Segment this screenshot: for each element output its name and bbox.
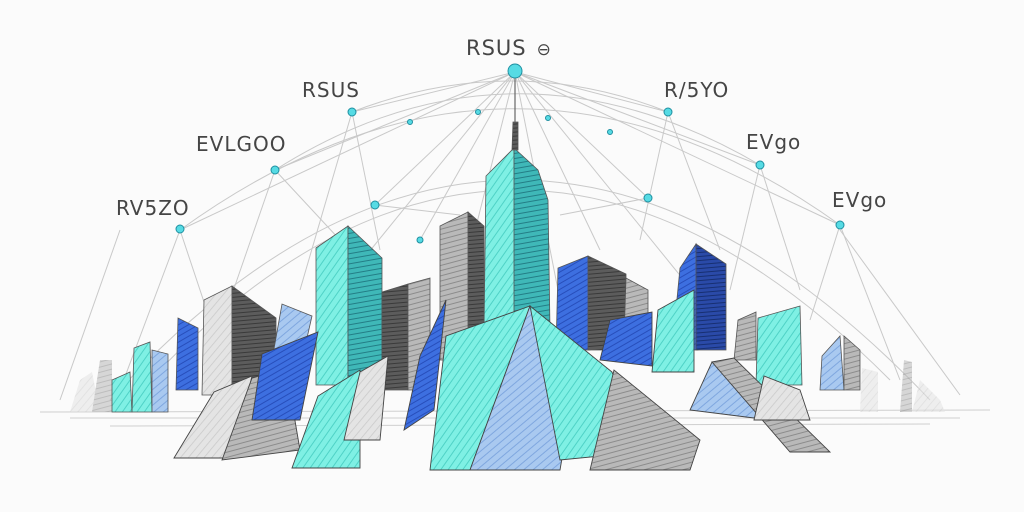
node-top: [507, 63, 523, 79]
node-right-1: [663, 107, 673, 117]
node-right-3: [835, 220, 845, 230]
node-left-2: [270, 165, 280, 175]
network-lines: [59, 71, 961, 401]
node-upper-left: [407, 119, 413, 125]
node-right-2: [755, 160, 765, 170]
label-left-2: EVLGOO: [196, 132, 287, 156]
central-tower: [483, 72, 551, 331]
node-upper-right: [607, 129, 613, 135]
label-top-symbol: ⊖: [536, 40, 552, 60]
node-left-1: [347, 107, 357, 117]
label-right-2: EVgo: [746, 130, 802, 154]
node-mid-left: [370, 200, 380, 210]
node-left-3: [175, 224, 185, 234]
node-upper-mid-left: [475, 109, 481, 115]
network-nodes: [175, 63, 845, 244]
distant-skyline: [70, 360, 945, 412]
label-top-text: RSUS: [466, 36, 527, 60]
foreground-crystals: [173, 289, 832, 471]
label-top: RSUS ⊖: [466, 36, 552, 60]
label-left-3: RV5ZO: [116, 196, 190, 220]
node-inner-left: [416, 236, 424, 244]
node-mid-right: [643, 193, 653, 203]
label-right-3: EVgo: [832, 188, 888, 212]
label-left-1: RSUS: [302, 78, 360, 102]
label-right-1: R/5YO: [664, 78, 730, 102]
node-upper-mid: [545, 115, 551, 121]
